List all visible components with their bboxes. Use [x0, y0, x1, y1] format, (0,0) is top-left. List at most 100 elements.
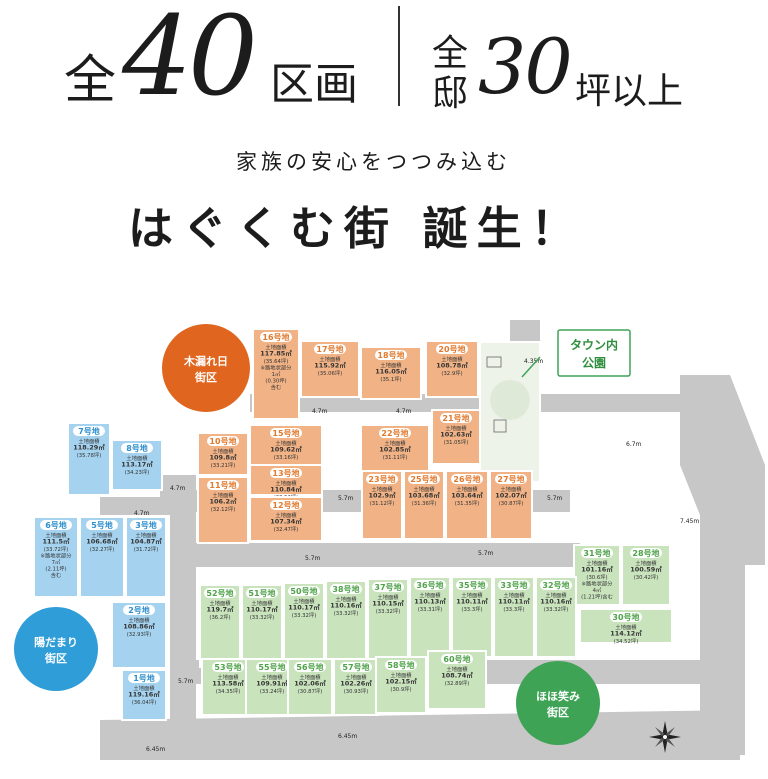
lot-tsubo-value: (33.32坪) [376, 607, 401, 615]
lot-tsubo-value: (33.16坪) [274, 453, 299, 461]
road-sw [170, 497, 196, 727]
lot-area-label: 土地面積 [413, 485, 435, 493]
lot-parcel[interactable] [33, 516, 79, 598]
lot-number: 38号地 [332, 584, 359, 594]
lot-area-label: 土地面積 [384, 439, 406, 447]
lot-number-badge [294, 662, 326, 672]
road-width-label: 5.7m [338, 495, 354, 502]
lot-area-value: 114.12㎡ [610, 629, 642, 638]
lot-tsubo-value: (33.32坪) [544, 605, 569, 613]
lot-area-label: 土地面積 [419, 591, 441, 599]
lot-parcel[interactable] [199, 584, 241, 668]
lot-area-label: 土地面積 [209, 599, 231, 607]
lot-parcel[interactable] [325, 580, 367, 664]
lot-tsubo-value: (33.32坪) [292, 611, 317, 619]
lot-number-badge [498, 580, 530, 590]
district-komorebi-line2: 街区 [194, 370, 217, 384]
lot-parcel[interactable] [111, 601, 167, 669]
lot-number-badge [414, 580, 446, 590]
lot-parcel[interactable] [451, 576, 493, 658]
lot-number: 57号地 [342, 662, 369, 672]
lot-number: 20号地 [438, 344, 465, 354]
lot-parcel[interactable] [367, 578, 409, 662]
lot-tsubo-value: (30.87坪) [298, 687, 323, 695]
lot-parcel[interactable] [125, 516, 167, 598]
lot-tsubo-value: (33.32坪) [250, 613, 275, 621]
lot-parcel[interactable] [409, 576, 451, 660]
lot-parcel[interactable] [493, 576, 535, 658]
district-komorebi-line1: 木漏れ日 [183, 354, 228, 368]
lot-area-value: 107.34㎡ [270, 517, 302, 526]
lot-area-value: 117.85㎡ [260, 349, 292, 358]
road-west [100, 497, 170, 515]
lot-area-label: 土地面積 [212, 491, 234, 499]
lot-number: 21号地 [442, 413, 469, 423]
headline-all-top: 全 [432, 33, 469, 74]
lot-tsubo-value: (32.9坪) [441, 369, 462, 377]
lot-parcel[interactable] [535, 576, 577, 658]
lot-area-label: 土地面積 [446, 665, 468, 673]
lot-area-label: 土地面積 [390, 671, 412, 679]
lot-area-label: 土地面積 [377, 593, 399, 601]
lot-area-label: 土地面積 [261, 673, 283, 681]
lot-number-badge [385, 660, 417, 670]
lot-number-badge [130, 520, 162, 530]
lot-tsubo-value: (32.89坪) [445, 679, 470, 687]
lot-area-value: 110.15㎡ [372, 599, 404, 608]
lot-area-value: 106.2㎡ [209, 497, 237, 506]
lot-area-label: 土地面積 [275, 511, 297, 519]
lot-area-label: 土地面積 [275, 439, 297, 447]
lot-number: 23号地 [368, 474, 395, 484]
lot-area-value: 116.05㎡ [375, 367, 407, 376]
park-plaza [490, 380, 530, 420]
lot-parcel[interactable] [79, 516, 125, 598]
lot-parcel[interactable] [252, 328, 300, 420]
lot-area-label: 土地面積 [345, 673, 367, 681]
lot-number-badge [207, 480, 239, 490]
lot-parcel[interactable] [283, 582, 325, 666]
lot-area-label: 土地面積 [461, 591, 483, 599]
lot-tsubo-value: (34.52坪) [614, 637, 639, 645]
lot-tsubo-value: (32.27坪) [90, 545, 115, 553]
lot-number: 35号地 [458, 580, 485, 590]
lot-area-value: 106.68㎡ [86, 537, 118, 546]
